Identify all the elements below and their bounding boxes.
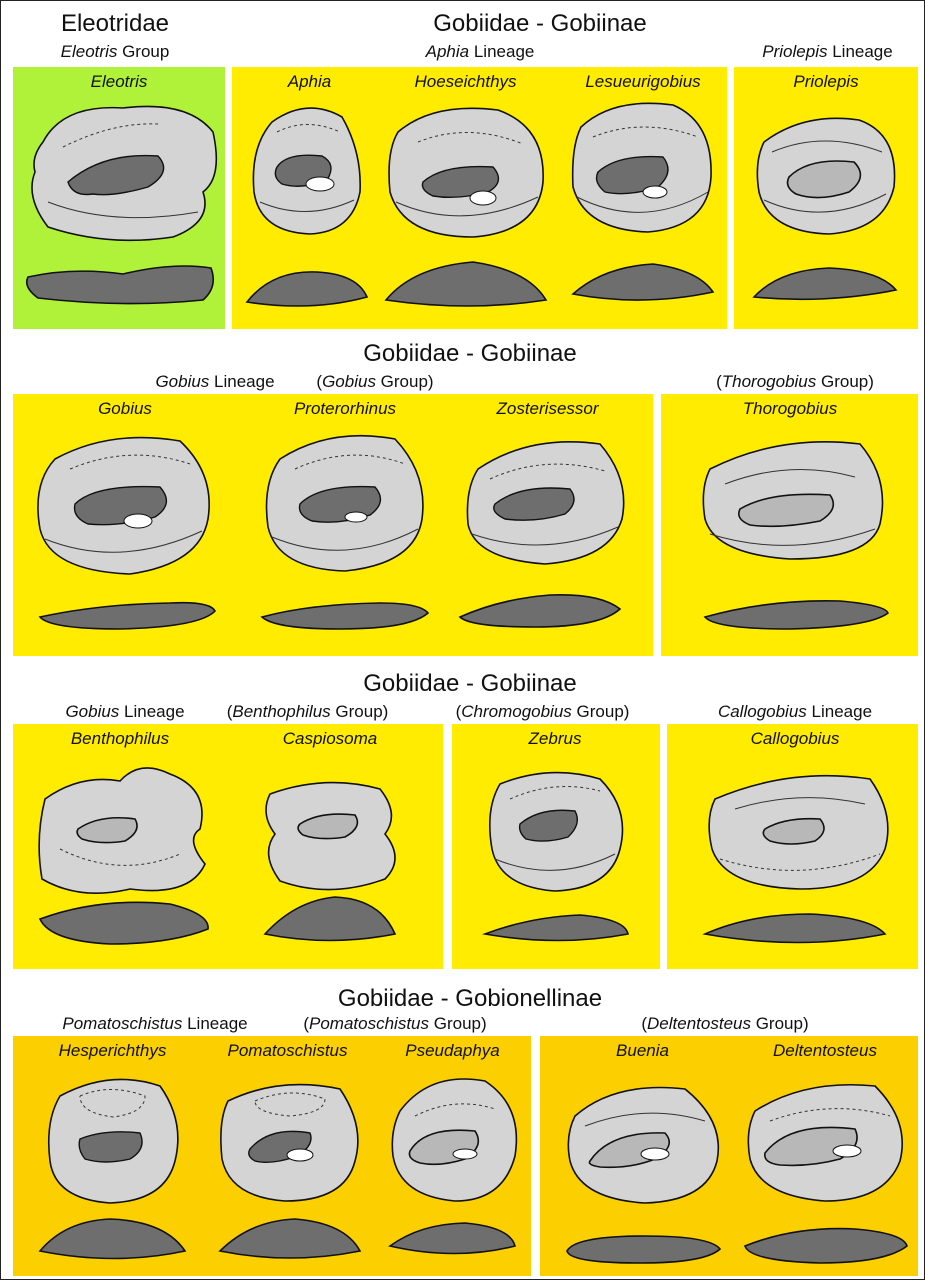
priolepis-lineage-label: Priolepis Lineage xyxy=(735,42,920,62)
otolith-medial-view xyxy=(563,72,723,322)
genus-priolepis: Priolepis xyxy=(734,72,918,322)
family-title-eleotridae: Eleotridae xyxy=(0,10,230,38)
otolith-medial-view xyxy=(378,72,553,322)
genus-buenia: Buenia xyxy=(555,1041,730,1273)
genus-lesueurigobius: Lesueurigobius xyxy=(563,72,723,322)
genus-pomatoschistus: Pomatoschistus xyxy=(200,1041,375,1273)
gobius-group-label: (Gobius Group) xyxy=(300,372,450,392)
otolith-medial-view xyxy=(235,729,425,964)
genus-caspiosoma: Caspiosoma xyxy=(235,729,425,964)
otolith-medial-view xyxy=(20,399,230,649)
callogobius-lineage-label: Callogobius Lineage xyxy=(680,702,910,722)
otolith-medial-view xyxy=(460,729,650,964)
otolith-medial-view xyxy=(250,399,440,649)
genus-gobius: Gobius xyxy=(20,399,230,649)
section-title-gobiinae-3: Gobiidae - Gobiinae xyxy=(320,670,620,698)
otolith-medial-view xyxy=(735,1041,915,1273)
section-title-gobionellinae: Gobiidae - Gobionellinae xyxy=(300,985,640,1013)
otolith-medial-view xyxy=(555,1041,730,1273)
eleotris-group-label: Eleotris Group xyxy=(0,42,230,62)
otolith-medial-view xyxy=(232,72,387,322)
thorogobius-group-label: (Thorogobius Group) xyxy=(680,372,910,392)
benthophilus-group-label: (Benthophilus Group) xyxy=(205,702,410,722)
genus-deltentosteus: Deltentosteus xyxy=(735,1041,915,1273)
genus-callogobius: Callogobius xyxy=(690,729,900,964)
pomatoschistus-lineage-label: Pomatoschistus Lineage xyxy=(30,1014,280,1034)
genus-proterorhinus: Proterorhinus xyxy=(250,399,440,649)
otolith-medial-view xyxy=(200,1041,375,1273)
otolith-medial-view xyxy=(20,729,220,964)
section-title-gobiinae-1: Gobiidae - Gobiinae xyxy=(380,10,700,38)
otolith-medial-view xyxy=(25,1041,200,1273)
gobius-lineage-label-3: Gobius Lineage xyxy=(35,702,215,722)
genus-hesperichthys: Hesperichthys xyxy=(25,1041,200,1273)
genus-eleotris: Eleotris xyxy=(13,72,225,322)
otolith-medial-view xyxy=(13,72,225,322)
otolith-medial-view xyxy=(450,399,645,649)
genus-thorogobius: Thorogobius xyxy=(680,399,900,649)
deltentosteus-group-label: (Deltentosteus Group) xyxy=(610,1014,840,1034)
aphia-lineage-label: Aphia Lineage xyxy=(380,42,580,62)
otolith-medial-view xyxy=(734,72,918,322)
otolith-medial-view xyxy=(375,1041,530,1273)
chromogobius-group-label: (Chromogobius Group) xyxy=(430,702,655,722)
otolith-medial-view xyxy=(690,729,900,964)
genus-hoeseichthys: Hoeseichthys xyxy=(378,72,553,322)
genus-benthophilus: Benthophilus xyxy=(20,729,220,964)
genus-aphia: Aphia xyxy=(232,72,387,322)
gobius-lineage-label-2: Gobius Lineage xyxy=(120,372,310,392)
genus-pseudaphya: Pseudaphya xyxy=(375,1041,530,1273)
pomatoschistus-group-label: (Pomatoschistus Group) xyxy=(275,1014,515,1034)
section-title-gobiinae-2: Gobiidae - Gobiinae xyxy=(320,340,620,368)
genus-zosterisessor: Zosterisessor xyxy=(450,399,645,649)
otolith-medial-view xyxy=(680,399,900,649)
genus-zebrus: Zebrus xyxy=(460,729,650,964)
